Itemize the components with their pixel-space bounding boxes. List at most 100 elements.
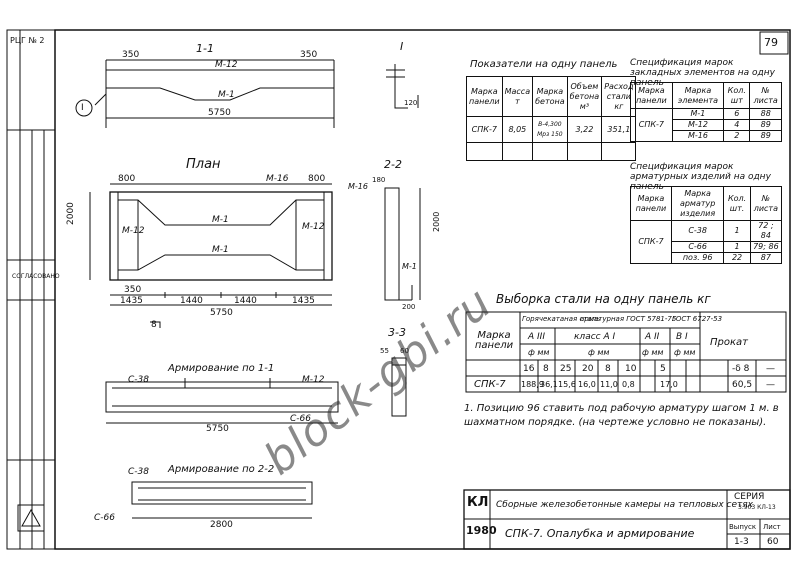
emb-r1-sheet: 89 [749,119,782,131]
dim-1435-right: 1435 [292,296,315,306]
steel-class-a2: А II [645,332,660,342]
steel-prokat: Прокат [710,337,748,348]
emb-r2-sheet: 89 [749,130,782,142]
left-stamp-code: РЦГ № 2 [10,36,45,45]
emb-panel: СПК-7 [630,108,673,142]
ind-h-volume: Объем бетона м³ [566,76,603,117]
steel-hot-rolled: Горячекатаная сталь [522,315,601,323]
section-1-1-title: 1-1 [196,42,214,55]
embedded-table: Марка панели Марка элемента Кол. шт № ли… [630,82,782,142]
mark-m1-section: М-1 [218,90,235,100]
mark-m12-section: М-12 [215,60,238,70]
dim-8: 8 [151,320,157,330]
ind-v-mark: СПК-7 [466,116,503,143]
ind-h-mark: Марка панели [466,76,503,117]
steel-val-4: 11,0 [600,380,618,389]
steel-reinforcing: арматурная ГОСТ 5781-75 [580,315,677,323]
emb-r1-elem: М-12 [671,119,725,131]
emb-h-panel: Марка панели [630,82,673,109]
dim-1440-right: 1440 [234,296,257,306]
dim-5750-top: 5750 [208,108,231,118]
section-3-3-title: 3-3 [388,326,406,339]
dim-5750-r11: 5750 [206,424,229,434]
steel-class-a3: А III [528,332,545,342]
reb-h-sheet: № листа [749,186,783,221]
reb-r2-item: поз. 96 [670,252,725,264]
mark-m12-r11: М-12 [302,375,325,385]
dim-800-right: 800 [308,174,326,184]
mark-m1-s22: М-1 [402,262,417,271]
steel-title: Выборка стали на одну панель кг [496,292,711,306]
emb-r2-qty: 2 [723,130,751,142]
mark-c66-r22: С-66 [94,513,115,523]
tb-kl: КЛ [467,495,489,510]
mark-c38-r22: С-38 [128,467,149,477]
steel-val-3: 16,0 [578,380,596,389]
node-i-callout: I [81,103,84,113]
steel-val-5: 0,8 [622,380,635,389]
steel-class-b1: В I [676,332,688,342]
steel-gost: ГОСТ 6727-53 [672,315,723,323]
tb-sheet-label: Лист [763,523,781,531]
mark-m1-plan-bottom: М-1 [212,245,229,255]
emb-h-sheet: № листа [749,82,782,109]
tb-sheet-value: 60 [767,537,779,547]
reinf-1-1-title: Армирование по 1-1 [168,363,275,374]
dim-1435-left: 1435 [120,296,143,306]
plan-title: План [186,157,221,172]
reb-r0-item: С-38 [670,220,725,242]
ind-v-mass: 8,05 [501,116,534,143]
reb-r1-item: С-66 [670,241,725,253]
tb-issue-label: Выпуск [729,523,757,531]
reb-r2-sheet: 87 [749,252,783,264]
steel-dia-3: 20 [582,364,594,374]
steel-val-2: 15,6 [558,380,576,389]
left-stamp-label: СОГЛАСОВАНО [12,273,60,280]
general-note: 1. Позицию 96 ставить под рабочую армату… [464,403,779,428]
node-i-title: I [400,40,404,53]
tb-year: 1980 [466,524,497,537]
reb-r2-qty: 22 [723,252,751,264]
reb-h-qty: Кол. шт. [723,186,751,221]
steel-val-6: 17,0 [660,380,678,389]
steel-dia-0: 16 [523,364,535,374]
reinf-2-2-title: Армирование по 2-2 [168,464,275,475]
reb-h-item: Марка арматур изделия [670,186,725,221]
emb-r1-qty: 4 [723,119,751,131]
tb-series-value: 3.903 КЛ-13 [738,504,776,511]
emb-r2-elem: М-16 [671,130,725,142]
rebar-table: Марка панели Марка арматур изделия Кол. … [630,186,783,264]
steel-dia-2: 25 [560,364,572,374]
dim-60: 60 [400,347,409,355]
tb-project: Сборные железобетонные камеры на тепловы… [496,500,753,510]
steel-phi-1: ф мм [528,348,550,357]
section-2-2-title: 2-2 [384,158,402,171]
steel-col-mark: Марка панели [474,330,514,351]
dim-350-left: 350 [122,50,140,60]
mark-m12-plan-right: М-12 [302,222,325,232]
dim-200: 200 [402,303,416,311]
ind-v-concrete: В-4,300 Мрз 150 [532,116,568,143]
emb-r0-elem: М-1 [671,108,725,120]
dim-2800: 2800 [210,520,233,530]
emb-r0-qty: 6 [723,108,751,120]
mark-m16-s22: М-16 [348,182,368,191]
ind-h-mass: Масса т [501,76,534,117]
steel-val-0: 188,9 [521,380,544,389]
reb-r0-sheet: 72 ; 84 [749,220,783,242]
dim-120-node: 120 [404,99,418,107]
mark-m16-plan: М-16 [266,174,289,184]
emb-h-qty: Кол. шт [723,82,751,109]
steel-val-8: — [766,380,775,390]
reb-panel: СПК-7 [630,220,672,264]
steel-dia-7: -δ 8 [732,364,750,374]
steel-dia-8: — [766,364,775,374]
steel-dia-4: 8 [605,364,611,374]
steel-phi-4: ф мм [674,348,696,357]
reb-r1-qty: 1 [723,241,751,253]
tb-drawing: СПК-7. Опалубка и армирование [505,527,695,540]
mark-c66-r11: С-66 [290,414,311,424]
reb-r0-qty: 1 [723,220,751,242]
steel-class-a1: класс А I [574,332,616,342]
